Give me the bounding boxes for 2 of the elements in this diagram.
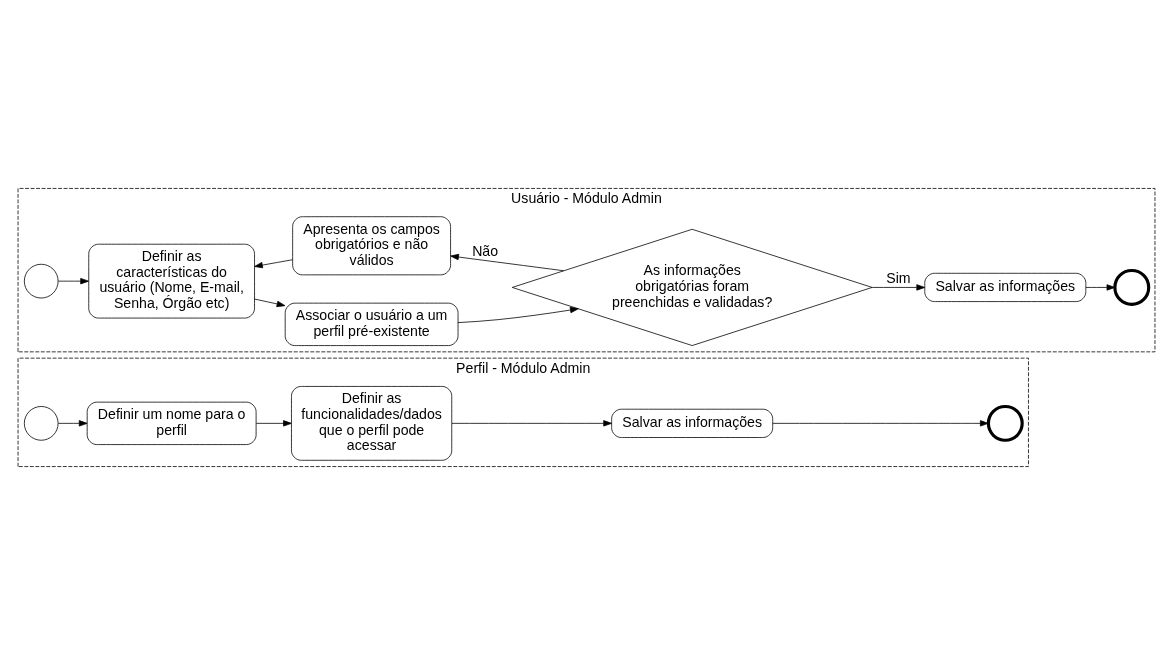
edge-label: Não: [472, 242, 499, 259]
edge-label: Sim: [886, 270, 911, 287]
